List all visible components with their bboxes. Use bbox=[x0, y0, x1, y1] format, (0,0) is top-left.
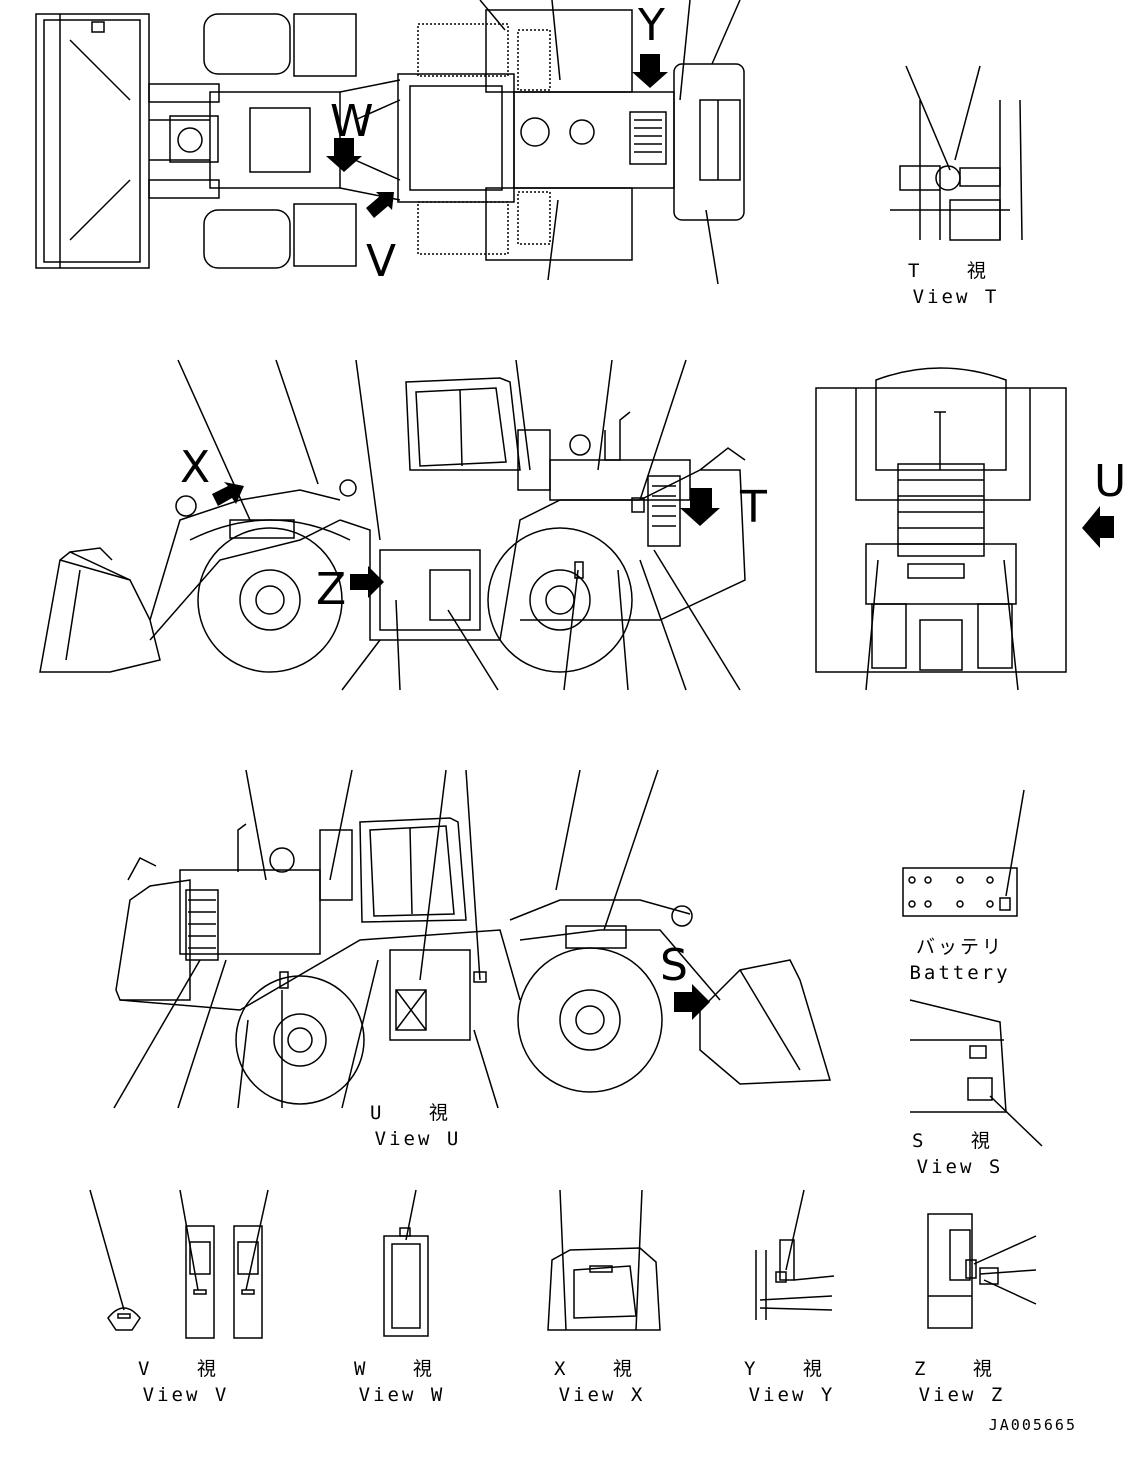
caption-view-s-jp: S 視 bbox=[912, 1130, 1008, 1152]
battery-detail bbox=[902, 789, 1025, 917]
x-view-detail bbox=[547, 1189, 661, 1331]
caption-view-t-en: View T bbox=[912, 286, 1000, 308]
y-view-detail bbox=[755, 1189, 835, 1320]
arrow-label-x: X bbox=[180, 442, 211, 493]
z-view-detail bbox=[927, 1213, 1037, 1329]
caption-battery: バッテリ Battery bbox=[900, 934, 1020, 986]
caption-view-y: Y 視 View Y bbox=[732, 1356, 852, 1408]
caption-view-x-jp: X 視 bbox=[554, 1358, 650, 1380]
arrow-label-z: Z bbox=[316, 564, 347, 615]
caption-view-u-en: View U bbox=[374, 1128, 462, 1150]
caption-view-z-jp: Z 視 bbox=[914, 1358, 1010, 1380]
caption-view-t-jp: T 視 bbox=[908, 260, 1004, 282]
arrow-label-w: W bbox=[330, 96, 374, 147]
caption-view-w: W 視 View W bbox=[342, 1356, 462, 1408]
side-view-left bbox=[39, 359, 746, 691]
w-view-detail bbox=[383, 1189, 429, 1337]
t-view-detail bbox=[890, 65, 1023, 241]
caption-view-v: V 視 View V bbox=[126, 1356, 246, 1408]
rear-view bbox=[815, 367, 1067, 691]
caption-view-s-en: View S bbox=[916, 1156, 1004, 1178]
caption-view-t: T 視 View T bbox=[896, 258, 1016, 310]
arrow-label-v: V bbox=[366, 236, 397, 287]
caption-view-x: X 視 View X bbox=[542, 1356, 662, 1408]
arrow-label-y: Y bbox=[638, 0, 665, 51]
top-view bbox=[35, 0, 745, 285]
document-id: JA005665 bbox=[988, 1416, 1077, 1434]
s-view-detail bbox=[909, 999, 1043, 1147]
side-view-u bbox=[113, 769, 831, 1109]
caption-view-v-jp: V 視 bbox=[138, 1358, 234, 1380]
caption-view-y-jp: Y 視 bbox=[744, 1358, 840, 1380]
caption-view-u: U 視 View U bbox=[358, 1100, 478, 1152]
arrow-label-s: S bbox=[660, 940, 688, 991]
caption-view-z: Z 視 View Z bbox=[902, 1356, 1022, 1408]
arrow-label-t: T bbox=[740, 482, 767, 533]
arrow-label-u: U bbox=[1094, 456, 1127, 507]
caption-battery-en: Battery bbox=[909, 962, 1011, 984]
v-view-detail bbox=[89, 1189, 269, 1339]
caption-view-y-en: View Y bbox=[748, 1384, 836, 1406]
caption-view-w-jp: W 視 bbox=[354, 1358, 450, 1380]
caption-view-s: S 視 View S bbox=[900, 1128, 1020, 1180]
caption-battery-jp: バッテリ bbox=[915, 936, 1004, 958]
caption-view-w-en: View W bbox=[358, 1384, 446, 1406]
caption-view-u-jp: U 視 bbox=[370, 1102, 466, 1124]
caption-view-z-en: View Z bbox=[918, 1384, 1006, 1406]
caption-view-x-en: View X bbox=[558, 1384, 646, 1406]
caption-view-v-en: View V bbox=[142, 1384, 230, 1406]
